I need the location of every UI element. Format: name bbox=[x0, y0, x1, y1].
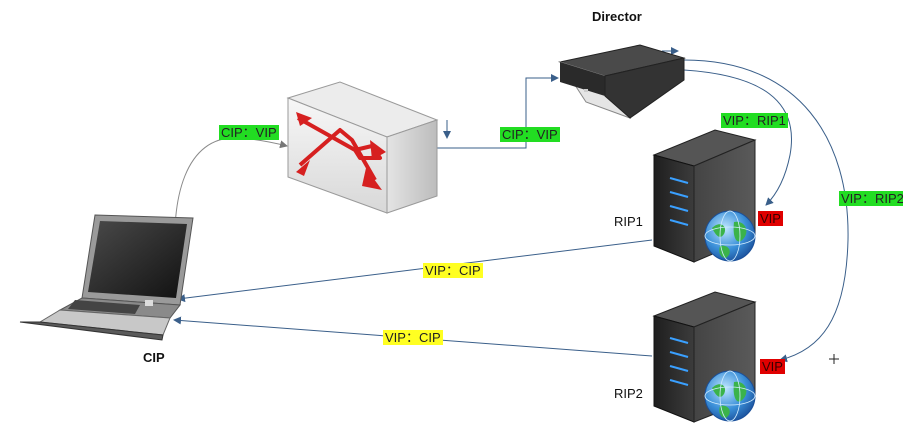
server-globe-icon bbox=[652, 291, 757, 423]
crosshair-cursor-icon bbox=[829, 354, 839, 364]
rip2-label: RIP2 bbox=[614, 386, 643, 401]
packet-label-director-to-rip2: VIP：RIP2 bbox=[839, 191, 903, 206]
packet-label-client-to-switch: CIP：VIP bbox=[219, 125, 279, 140]
director-label: Director bbox=[592, 9, 642, 24]
packet-label-switch-to-director: CIP：VIP bbox=[500, 127, 560, 142]
director-to-rip2-link bbox=[683, 59, 849, 363]
packet-label-rip1-to-client: VIP：CIP bbox=[423, 263, 483, 278]
client-to-switch-link bbox=[174, 137, 288, 266]
switch-to-director-link bbox=[437, 74, 559, 149]
vip-badge-rip2: VIP bbox=[760, 359, 785, 374]
rip1-label: RIP1 bbox=[614, 214, 643, 229]
vip-badge-rip1: VIP bbox=[758, 211, 783, 226]
server-globe-icon bbox=[652, 129, 757, 263]
packet-label-rip2-to-client: VIP：CIP bbox=[383, 330, 443, 345]
packet-label-director-to-rip1: VIP：RIP1 bbox=[721, 113, 788, 128]
rip1-to-client-link bbox=[177, 239, 653, 303]
director-to-rip1-link bbox=[683, 69, 792, 206]
laptop-icon bbox=[19, 214, 194, 341]
director-server-icon bbox=[558, 44, 686, 119]
switch-icon bbox=[286, 81, 439, 214]
client-label: CIP bbox=[143, 350, 165, 365]
